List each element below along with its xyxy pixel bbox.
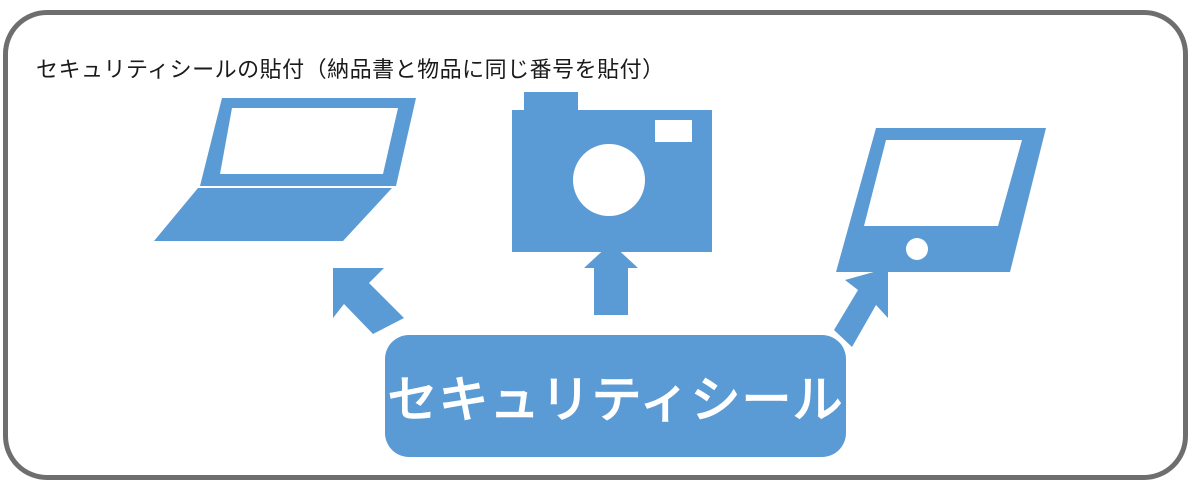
tablet-icon	[836, 128, 1046, 272]
arrow-up-icon	[584, 243, 638, 315]
security-seal-box: セキュリティシール	[385, 335, 846, 457]
arrow-up-right-icon	[834, 268, 888, 347]
security-seal-label: セキュリティシール	[387, 371, 844, 429]
laptop-icon	[154, 98, 416, 241]
camera-icon	[512, 92, 712, 252]
arrow-up-left-icon	[333, 268, 404, 334]
diagram-caption: セキュリティシールの貼付（納品書と物品に同じ番号を貼付）	[36, 58, 665, 83]
